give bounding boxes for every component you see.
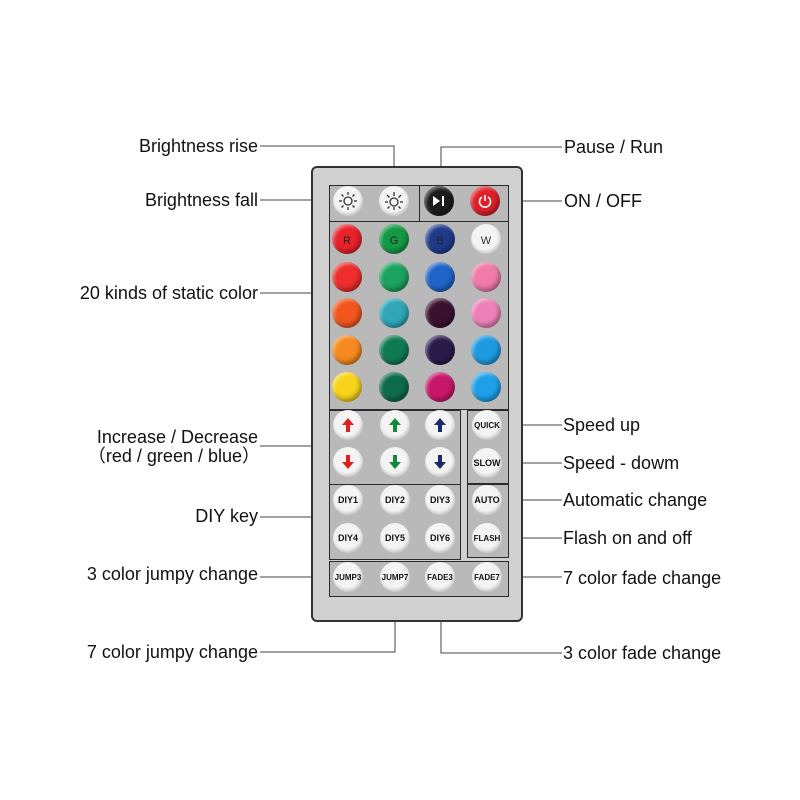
pause-run-button[interactable] — [424, 186, 454, 216]
label-pause-run: Pause / Run — [564, 137, 664, 157]
green-up-button[interactable] — [380, 410, 410, 440]
brightness-up-icon — [385, 192, 403, 210]
color-button-r5-c3[interactable] — [425, 372, 455, 402]
play-pause-icon — [433, 196, 444, 206]
color-button-r3-c4[interactable] — [471, 298, 501, 328]
label-brightness-fall: Brightness fall — [144, 190, 258, 210]
arrow-down-icon — [389, 455, 401, 469]
color-letter-green: G — [389, 235, 399, 247]
brightness-fall-button[interactable] — [333, 186, 363, 216]
flash-button[interactable]: FLASH — [472, 523, 502, 553]
color-button-r1-c4[interactable]: W — [471, 224, 501, 254]
diy1-button[interactable]: DIY1 — [333, 485, 363, 515]
label-jumpy7: 7 color jumpy change — [86, 642, 258, 662]
label-auto-change: Automatic change — [563, 490, 708, 510]
arrow-down-icon — [342, 455, 354, 469]
arrow-down-icon — [434, 455, 446, 469]
color-button-r4-c3[interactable] — [425, 335, 455, 365]
diy3-button[interactable]: DIY3 — [425, 485, 455, 515]
quick-button[interactable]: QUICK — [472, 410, 502, 440]
color-button-r1-c3[interactable]: B — [425, 224, 455, 254]
jump3-button[interactable]: JUMP3 — [333, 562, 363, 592]
color-button-r3-c1[interactable] — [332, 298, 362, 328]
color-button-r4-c4[interactable] — [471, 335, 501, 365]
color-letter-red: R — [343, 235, 351, 247]
arrow-up-icon — [434, 418, 446, 432]
color-button-r1-c2[interactable]: G — [379, 224, 409, 254]
diy4-button[interactable]: DIY4 — [333, 523, 363, 553]
blue-up-button[interactable] — [425, 410, 455, 440]
color-button-r4-c2[interactable] — [379, 335, 409, 365]
color-button-r2-c1[interactable] — [332, 262, 362, 292]
label-diy-key: DIY key — [195, 506, 258, 526]
label-static-color: 20 kinds of static color — [79, 283, 258, 303]
color-button-r1-c1[interactable]: R — [332, 224, 362, 254]
color-button-r5-c2[interactable] — [379, 372, 409, 402]
color-button-r2-c4[interactable] — [471, 262, 501, 292]
diy5-button[interactable]: DIY5 — [380, 523, 410, 553]
label-brightness-rise: Brightness rise — [138, 136, 258, 156]
label-increase-decrease: Increase / Decrease — [96, 427, 258, 447]
power-icon — [478, 195, 492, 208]
label-on-off: ON / OFF — [564, 191, 642, 211]
color-button-r3-c3[interactable] — [425, 298, 455, 328]
fade7-button[interactable]: FADE7 — [472, 562, 502, 592]
diy6-button[interactable]: DIY6 — [425, 523, 455, 553]
color-button-r2-c3[interactable] — [425, 262, 455, 292]
brightness-down-icon — [339, 192, 357, 210]
arrow-up-icon — [389, 418, 401, 432]
label-flash: Flash on and off — [563, 528, 692, 548]
label-fade7: 7 color fade change — [563, 568, 722, 588]
slow-button[interactable]: SLOW — [472, 448, 502, 478]
green-down-button[interactable] — [380, 447, 410, 477]
red-down-button[interactable] — [333, 447, 363, 477]
arrow-up-icon — [342, 418, 354, 432]
label-fade3: 3 color fade change — [563, 643, 722, 663]
color-button-r2-c2[interactable] — [379, 262, 409, 292]
label-speed-down: Speed - dowm — [563, 453, 680, 473]
red-up-button[interactable] — [333, 410, 363, 440]
diy2-button[interactable]: DIY2 — [380, 485, 410, 515]
color-letter-blue: B — [436, 235, 444, 247]
brightness-rise-button[interactable] — [379, 186, 409, 216]
color-button-r5-c4[interactable] — [471, 372, 501, 402]
color-button-r3-c2[interactable] — [379, 298, 409, 328]
color-button-r4-c1[interactable] — [332, 335, 362, 365]
on-off-button[interactable] — [470, 186, 500, 216]
label-speed-up: Speed up — [563, 415, 641, 435]
jump7-button[interactable]: JUMP7 — [380, 562, 410, 592]
auto-button[interactable]: AUTO — [472, 485, 502, 515]
label-increase-decrease-sub: （red / green / blue） — [87, 446, 260, 466]
fade3-button[interactable]: FADE3 — [425, 562, 455, 592]
color-button-r5-c1[interactable] — [332, 372, 362, 402]
color-letter-white: W — [480, 235, 492, 247]
label-jumpy3: 3 color jumpy change — [86, 564, 258, 584]
blue-down-button[interactable] — [425, 447, 455, 477]
